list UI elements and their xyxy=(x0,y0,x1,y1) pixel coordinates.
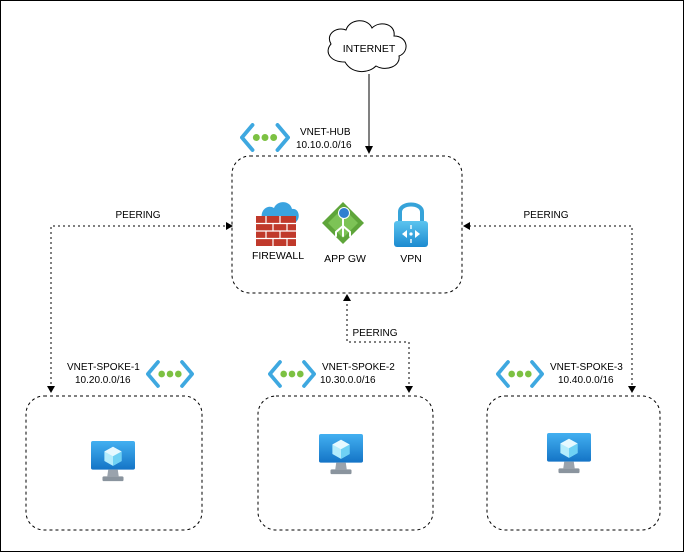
spoke-3-name-label: VNET-SPOKE-3 xyxy=(550,362,623,373)
vnet-spoke-2-icon xyxy=(268,360,316,388)
vnet-spoke-3-icon xyxy=(496,360,544,388)
spoke-1-name-label: VNET-SPOKE-1 xyxy=(67,362,140,373)
peering-label-center: PEERING xyxy=(352,328,397,339)
spoke-2-name-label: VNET-SPOKE-2 xyxy=(322,362,395,373)
spoke-2-cidr-label: 10.30.0.0/16 xyxy=(320,375,376,386)
firewall-label: FIREWALL xyxy=(252,250,304,262)
spoke-3-cidr-label: 10.40.0.0/16 xyxy=(558,375,614,386)
peering-connector-right xyxy=(463,222,636,393)
peering-label-left: PEERING xyxy=(115,210,160,221)
peering-connector-left xyxy=(47,222,233,393)
app-gw-label: APP GW xyxy=(324,253,366,265)
internet-to-hub-connector xyxy=(365,74,373,154)
app-gateway-icon xyxy=(322,202,364,244)
hub-cidr-label: 10.10.0.0/16 xyxy=(296,140,352,151)
spoke-1-cidr-label: 10.20.0.0/16 xyxy=(75,375,131,386)
internet-cloud: INTERNET xyxy=(327,20,407,72)
internet-label: INTERNET xyxy=(343,43,396,55)
peering-connector-center xyxy=(343,294,413,393)
hub-name-label: VNET-HUB xyxy=(300,127,351,138)
vpn-label: VPN xyxy=(400,253,422,265)
peering-label-right: PEERING xyxy=(523,210,568,221)
vnet-hub-icon xyxy=(240,123,290,152)
firewall-icon xyxy=(256,202,299,246)
vpn-gateway-icon xyxy=(394,202,428,247)
vnet-spoke-1-icon xyxy=(146,360,194,388)
cloud-shape xyxy=(327,20,407,72)
